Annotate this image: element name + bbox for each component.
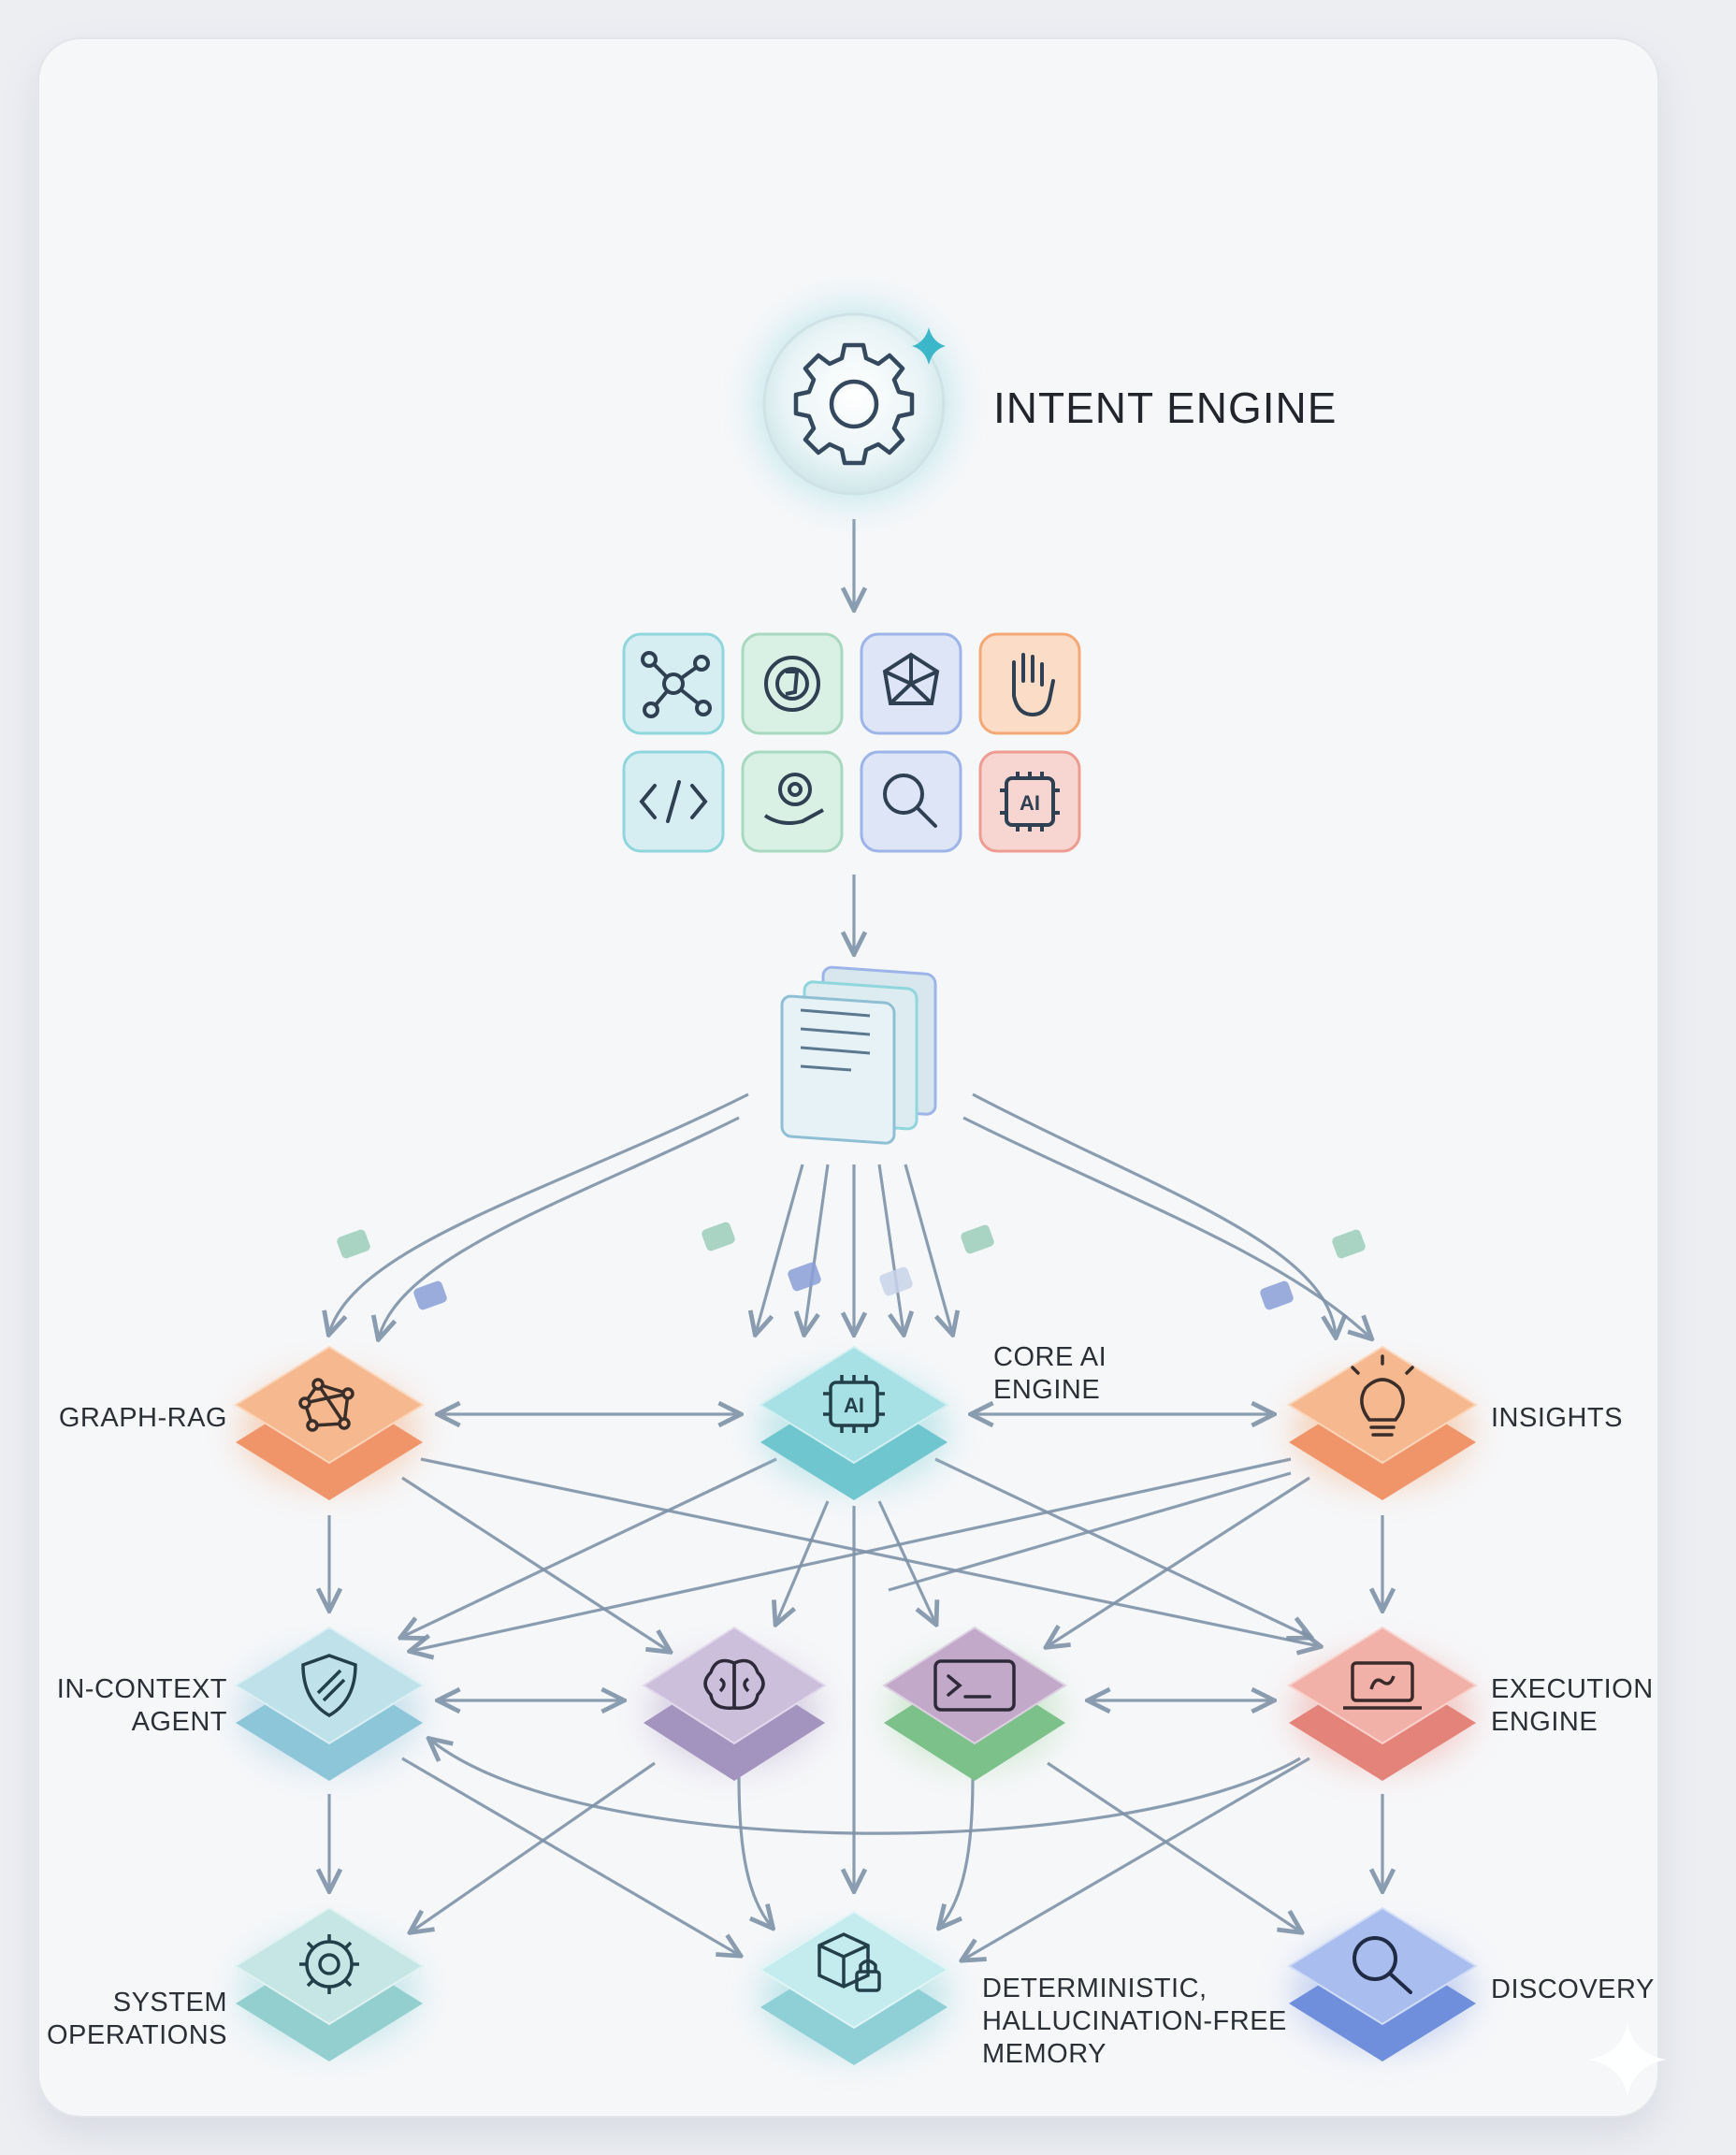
edge-graph-rag-to-brain (401, 1476, 669, 1651)
edge-docs-to-insights-2 (962, 1116, 1370, 1338)
edge-graph-rag-to-execution (420, 1457, 1319, 1646)
edges (329, 519, 1382, 1960)
node-execution-engine[interactable]: EXECUTION ENGINE (1287, 1626, 1654, 1781)
lightbulb-icon (1351, 1354, 1414, 1437)
magnifier-icon (1353, 1936, 1412, 1994)
node-graph-rag[interactable]: GRAPH-RAG (59, 1345, 425, 1500)
terminal-icon (933, 1659, 1016, 1712)
brain-icon (703, 1658, 765, 1710)
node-brain[interactable] (642, 1626, 827, 1781)
node-system-operations[interactable]: SYSTEM OPERATIONS (47, 1906, 425, 2061)
edge-core-to-agent (402, 1457, 777, 1637)
cube-lock-icon (817, 1932, 881, 1992)
node-insights[interactable]: INSIGHTS (1287, 1345, 1623, 1500)
edge-docs-to-core-4 (877, 1164, 904, 1333)
edge-docs-to-core-1 (756, 1164, 804, 1333)
edge-core-to-terminal (877, 1500, 935, 1623)
tool-grid: AI (622, 632, 1081, 853)
node-label-memory-line3: MEMORY (982, 2039, 1107, 2069)
shield-icon (301, 1654, 357, 1718)
ai-chip-icon: AI (1000, 772, 1060, 832)
tool-tile-node-network (622, 632, 725, 735)
edge-docs-to-core-5 (904, 1164, 952, 1333)
edge-docs-to-graph-rag (329, 1092, 749, 1333)
node-label-memory-line1: DETERMINISTIC, (982, 1974, 1208, 2003)
hand-stop-icon (1012, 653, 1055, 717)
node-core-ai-engine[interactable]: AI CORE AI ENGINE (759, 1342, 1107, 1500)
node-label-core-ai-line1: CORE AI (993, 1342, 1107, 1372)
network-icon (298, 1378, 354, 1432)
edge-terminal-to-memory (940, 1776, 975, 1927)
node-network-icon (641, 651, 712, 718)
tool-tile-gear-refresh (741, 632, 844, 735)
tool-tile-gear-hand (741, 750, 844, 853)
edge-brain-to-memory (737, 1776, 772, 1927)
code-brackets-icon (639, 780, 708, 823)
edge-execution-to-agent-arc (430, 1740, 1301, 1835)
edge-terminal-to-discovery (1047, 1761, 1300, 1931)
edge-docs-to-graph-rag-2 (379, 1116, 740, 1338)
sparkle-icon (912, 327, 946, 365)
node-label-core-ai-line2: ENGINE (993, 1375, 1100, 1405)
magnifier-icon (883, 774, 937, 828)
document-stack-icon (780, 965, 937, 1145)
edge-brain-to-sysops (412, 1761, 656, 1931)
tool-tile-search (860, 750, 962, 853)
node-terminal[interactable] (882, 1626, 1067, 1781)
node-in-context-agent[interactable]: IN-CONTEXT AGENT (57, 1626, 425, 1781)
node-label-discovery: DISCOVERY (1491, 1974, 1655, 2004)
edge-execution-to-memory (963, 1757, 1310, 1960)
laptop-icon (1343, 1661, 1422, 1710)
node-discovery[interactable]: DISCOVERY (1287, 1906, 1655, 2061)
gear-icon (793, 342, 915, 466)
edge-insights-to-agent (412, 1457, 1292, 1651)
mesh-graph-icon (882, 652, 940, 705)
node-label-execution-line2: ENGINE (1491, 1707, 1598, 1737)
node-memory[interactable]: DETERMINISTIC, HALLUCINATION-FREE MEMORY (759, 1910, 1287, 2069)
edge-agent-to-memory (401, 1757, 739, 1955)
node-label-execution-line1: EXECUTION (1491, 1674, 1654, 1704)
sparkle-icon (1588, 2022, 1667, 2097)
node-label-agent-line2: AGENT (132, 1707, 227, 1737)
node-label-memory-line2: HALLUCINATION-FREE (982, 2006, 1287, 2036)
gear-hand-icon (763, 773, 824, 825)
edge-docs-to-core-2 (804, 1164, 830, 1333)
ai-chip-icon: AI (823, 1375, 885, 1433)
intent-engine-hub: INTENT ENGINE (753, 303, 1337, 505)
node-label-agent-line1: IN-CONTEXT (57, 1674, 227, 1704)
edge-core-to-execution (934, 1457, 1309, 1637)
gear-icon (299, 1934, 359, 1994)
tool-tile-code (622, 750, 725, 853)
page-title: INTENT ENGINE (993, 383, 1337, 432)
node-label-sysops-line1: SYSTEM (113, 1988, 227, 2018)
gear-refresh-icon (764, 656, 820, 712)
svg-text:AI: AI (844, 1394, 864, 1417)
node-label-sysops-line2: OPERATIONS (47, 2020, 227, 2050)
node-label-graph-rag: GRAPH-RAG (59, 1403, 227, 1433)
edge-insights-to-terminal (1048, 1476, 1310, 1646)
node-label-insights: INSIGHTS (1491, 1403, 1623, 1433)
edge-insights-to-sysops (888, 1471, 1292, 1592)
tool-tile-mesh-graph (860, 632, 962, 735)
edge-core-to-brain (776, 1500, 830, 1623)
tool-tile-ai-chip: AI (978, 750, 1081, 853)
svg-text:AI: AI (1020, 791, 1040, 815)
data-packets (337, 1222, 1366, 1310)
tool-tile-hand-stop (978, 632, 1081, 735)
